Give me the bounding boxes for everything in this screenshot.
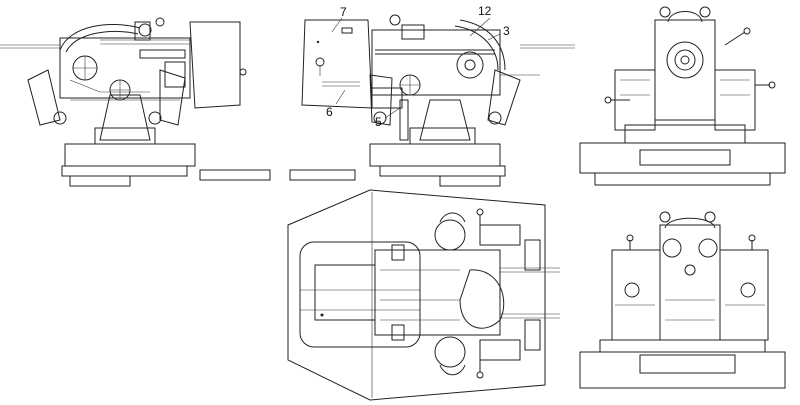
callout-12: 12 <box>478 4 492 18</box>
callout-5: 5 <box>375 115 382 129</box>
front-view <box>579 6 786 186</box>
left-side-view <box>0 17 271 187</box>
callout-7: 7 <box>340 5 347 19</box>
callout-3: 3 <box>503 24 510 38</box>
callout-6: 6 <box>326 105 333 119</box>
right-side-view: 7 12 3 6 5 <box>289 4 575 187</box>
rear-view <box>579 211 786 389</box>
top-plan-view <box>287 189 560 401</box>
